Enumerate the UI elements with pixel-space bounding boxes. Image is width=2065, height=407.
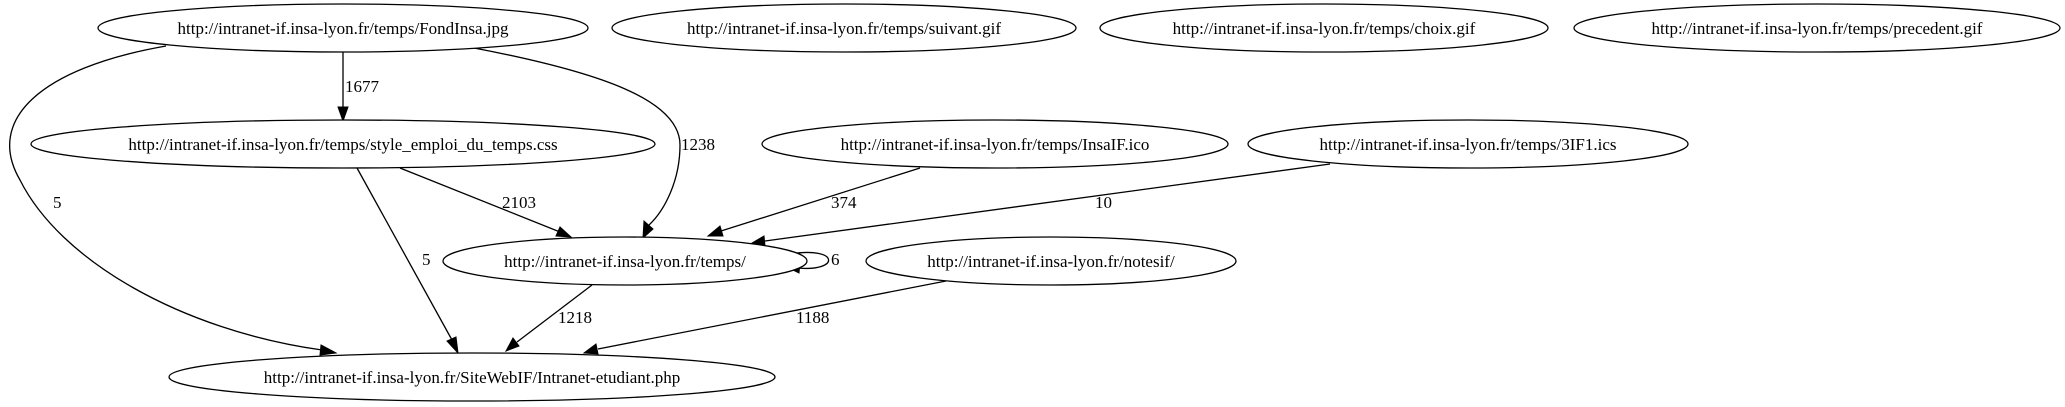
node-label-style: http://intranet-if.insa-lyon.fr/temps/st… [128, 135, 557, 154]
edge-temps-intranet: 1218 [504, 284, 593, 352]
node-fondinsa: http://intranet-if.insa-lyon.fr/temps/Fo… [97, 3, 589, 53]
edge-label-1218: 1218 [558, 308, 592, 327]
node-choix: http://intranet-if.insa-lyon.fr/temps/ch… [1099, 3, 1549, 53]
node-ics: http://intranet-if.insa-lyon.fr/temps/3I… [1247, 119, 1689, 169]
node-label-temps: http://intranet-if.insa-lyon.fr/temps/ [504, 252, 746, 271]
edge-label-2103: 2103 [502, 193, 536, 212]
node-style: http://intranet-if.insa-lyon.fr/temps/st… [30, 119, 656, 169]
node-notesif: http://intranet-if.insa-lyon.fr/notesif/ [865, 236, 1237, 286]
node-label-intranet: http://intranet-if.insa-lyon.fr/SiteWebI… [264, 368, 680, 387]
edge-fondinsa-temps: 1238 [473, 47, 715, 240]
edge-label-1677: 1677 [345, 77, 380, 96]
edge-style-temps: 2103 [399, 167, 573, 238]
node-label-suivant: http://intranet-if.insa-lyon.fr/temps/su… [687, 19, 1001, 38]
edge-label-5-fondinsa: 5 [53, 193, 62, 212]
edge-label-10: 10 [1095, 193, 1112, 212]
node-temps: http://intranet-if.insa-lyon.fr/temps/ [442, 236, 808, 286]
node-label-precedent: http://intranet-if.insa-lyon.fr/temps/pr… [1652, 19, 1983, 38]
edge-style-intranet: 5 [356, 167, 459, 355]
node-precedent: http://intranet-if.insa-lyon.fr/temps/pr… [1573, 3, 2061, 53]
edge-notesif-intranet: 1188 [582, 280, 947, 355]
node-suivant: http://intranet-if.insa-lyon.fr/temps/su… [611, 3, 1077, 53]
node-label-insaif: http://intranet-if.insa-lyon.fr/temps/In… [841, 135, 1150, 154]
edge-label-1238: 1238 [681, 135, 715, 154]
edge-label-5-style: 5 [422, 250, 431, 269]
node-label-notesif: http://intranet-if.insa-lyon.fr/notesif/ [927, 252, 1175, 271]
edge-insaif-temps: 374 [706, 167, 921, 237]
node-insaif: http://intranet-if.insa-lyon.fr/temps/In… [761, 119, 1229, 169]
node-label-ics: http://intranet-if.insa-lyon.fr/temps/3I… [1320, 135, 1617, 154]
edge-fondinsa-intranet: 5 [9, 45, 338, 356]
edge-label-374: 374 [831, 193, 857, 212]
edge-label-6: 6 [831, 250, 840, 269]
edge-fondinsa-style: 1677 [337, 51, 380, 123]
node-label-choix: http://intranet-if.insa-lyon.fr/temps/ch… [1173, 19, 1476, 38]
edge-label-1188: 1188 [796, 308, 829, 327]
node-label-fondinsa: http://intranet-if.insa-lyon.fr/temps/Fo… [178, 19, 509, 38]
node-intranet: http://intranet-if.insa-lyon.fr/SiteWebI… [168, 352, 776, 402]
